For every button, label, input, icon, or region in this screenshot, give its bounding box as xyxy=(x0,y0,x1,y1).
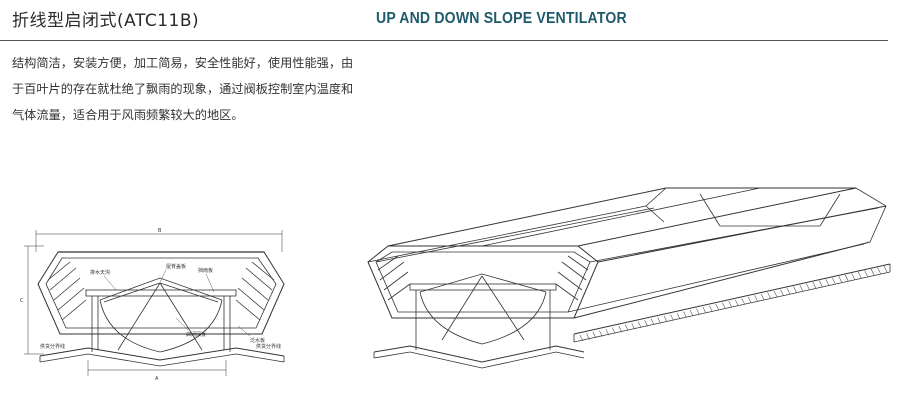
hatch-mark xyxy=(844,274,849,281)
dim-label-width: B xyxy=(158,228,162,234)
hatch-mark xyxy=(670,314,674,321)
part-label-flashing: 泛水板 xyxy=(250,337,265,344)
hatch-mark xyxy=(754,295,758,302)
hatch-mark xyxy=(851,273,855,280)
description-line: 于百叶片的存在就杜绝了飘雨的现象，通过阀板控制室内温度和 xyxy=(12,82,354,96)
page-title-en: UP AND DOWN SLOPE VENTILATOR xyxy=(376,10,627,27)
dim-label-base: A xyxy=(155,376,159,382)
hatch-mark xyxy=(657,317,661,324)
hatch-mark xyxy=(625,324,629,331)
cross-section-drawing xyxy=(24,230,285,376)
part-label-supply-boundary-right: 供货分界线 xyxy=(256,343,281,350)
hatch-mark xyxy=(637,321,642,328)
hatch-mark xyxy=(799,284,804,292)
hatch-mark xyxy=(605,328,610,336)
hatch-mark xyxy=(741,298,745,305)
hatch-mark xyxy=(793,286,797,293)
hatch-mark xyxy=(676,312,681,320)
hatch-mark xyxy=(631,323,636,330)
page-title-cn: 折线型启闭式(ATC11B) xyxy=(12,11,200,31)
perspective-drawing xyxy=(367,187,891,369)
hatch-mark xyxy=(612,327,616,334)
description: 结构简洁，安装方便，加工简易，安全性能好，使用性能强，由 于百叶片的存在就杜绝了… xyxy=(12,50,404,128)
hatch-mark xyxy=(663,315,668,323)
hatch-mark xyxy=(689,309,694,317)
hatch-mark xyxy=(650,318,655,325)
header-divider xyxy=(0,40,888,41)
hatch-mark xyxy=(760,293,765,301)
hatch-mark xyxy=(877,267,881,274)
hatch-mark xyxy=(883,265,888,273)
hatch-mark xyxy=(592,331,597,339)
part-label-ridge-cover: 屋脊盖板 xyxy=(166,263,186,270)
hatch-mark xyxy=(618,326,623,333)
hatch-mark xyxy=(767,292,771,299)
part-label-valve-plate: 启闭阀板 xyxy=(186,331,206,338)
base-strip-hatching xyxy=(579,265,888,342)
hatch-mark xyxy=(831,277,836,284)
hatch-mark xyxy=(857,271,862,279)
description-line: 结构简洁，安装方便，加工简易，安全性能好，使用性能强，由 xyxy=(12,56,354,70)
part-label-drain-gutter: 排水天沟 xyxy=(90,269,110,276)
hatch-mark xyxy=(806,283,810,290)
hatch-mark xyxy=(728,301,733,308)
hatch-mark xyxy=(715,304,720,311)
hatch-mark xyxy=(734,299,739,306)
hatch-mark xyxy=(696,308,700,315)
hatch-mark xyxy=(870,268,875,276)
hatch-mark xyxy=(747,296,752,303)
hatch-mark xyxy=(773,290,778,298)
hatch-mark xyxy=(599,330,603,337)
hatch-mark xyxy=(579,334,584,342)
hatch-mark xyxy=(780,289,784,296)
part-label-supply-boundary-left: 供货分界线 xyxy=(40,343,65,350)
dim-label-height: C xyxy=(20,298,24,304)
hatch-mark xyxy=(838,276,842,283)
hatch-mark xyxy=(709,305,713,312)
part-label-rain-shield: 挡雨板 xyxy=(198,267,213,274)
hatch-mark xyxy=(722,302,726,309)
hatch-mark xyxy=(683,311,687,318)
description-line: 气体流量，适合用于风雨频繁较大的地区。 xyxy=(12,108,244,122)
hatch-mark xyxy=(864,270,868,277)
hatch-mark xyxy=(644,320,648,327)
hatch-mark xyxy=(819,280,823,287)
hatch-mark xyxy=(786,287,791,295)
hatch-mark xyxy=(812,282,817,289)
hatch-mark xyxy=(702,306,707,314)
hatch-mark xyxy=(825,279,830,286)
hatch-mark xyxy=(586,333,590,340)
